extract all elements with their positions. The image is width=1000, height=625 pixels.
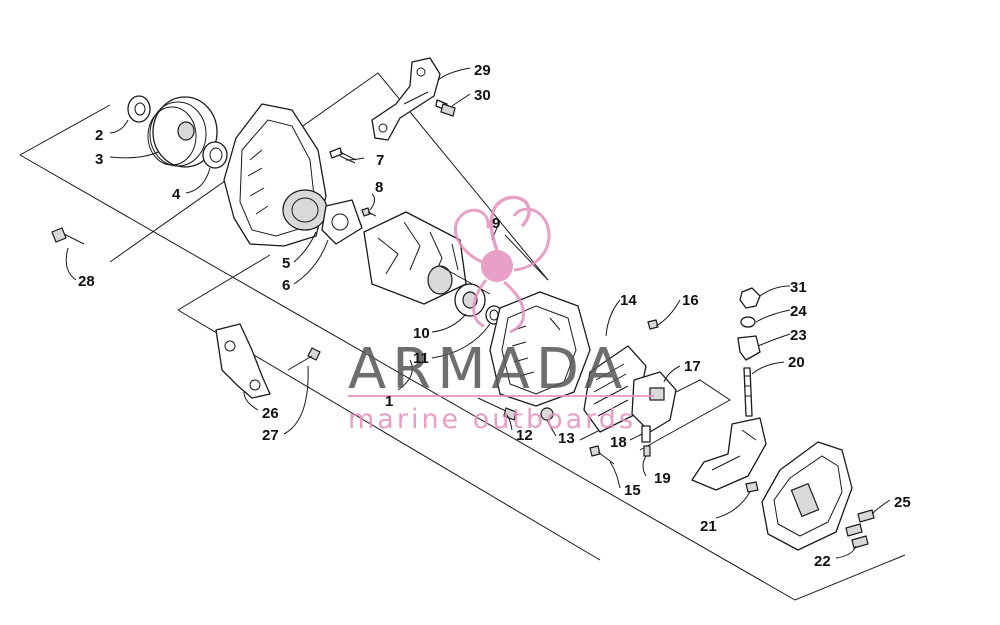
screw-part: [361, 207, 377, 217]
callout-25: 25: [894, 494, 911, 511]
callout-16: 16: [682, 292, 699, 309]
callout-17: 17: [684, 358, 701, 375]
callout-13: 13: [558, 430, 575, 447]
callout-12: 12: [516, 427, 533, 444]
watermark-tagline: marine outboards: [348, 404, 636, 435]
callout-14: 14: [620, 292, 637, 309]
bolt-part: [435, 99, 456, 117]
callout-24: 24: [790, 303, 807, 320]
bearing-part: [202, 141, 228, 169]
armada-watermark: ARMADA marine outboards: [348, 195, 654, 435]
callout-labels: 1 2 3 4 5 6 7 8 9 10 11 12 13 14 15 16 1…: [78, 62, 911, 570]
callout-4: 4: [172, 186, 181, 203]
bolt-part: [51, 227, 85, 245]
pulley-part: [147, 96, 218, 168]
callout-18: 18: [610, 434, 627, 451]
bolt-part: [589, 445, 615, 465]
callout-6: 6: [282, 277, 290, 294]
bolt-part: [857, 509, 875, 523]
callout-28: 28: [78, 273, 95, 290]
callout-30: 30: [474, 87, 491, 104]
callout-2: 2: [95, 127, 103, 144]
rotor-assembly: [363, 211, 491, 305]
bolt-part: [477, 397, 517, 421]
brush-part: [641, 425, 651, 443]
callout-11: 11: [413, 350, 429, 367]
callout-31: 31: [790, 279, 807, 296]
front-housing: [223, 103, 328, 247]
callout-10: 10: [413, 325, 430, 342]
insulator-part: [737, 335, 761, 361]
screw-part: [647, 319, 659, 330]
washer-part: [740, 316, 756, 328]
callout-1: 1: [385, 393, 393, 410]
spring-part: [643, 445, 651, 457]
retainer-plate: [321, 199, 363, 245]
callout-22: 22: [814, 553, 831, 570]
callout-23: 23: [790, 327, 807, 344]
callout-27: 27: [262, 427, 279, 444]
regulator: [631, 371, 677, 433]
callout-19: 19: [654, 470, 671, 487]
callout-29: 29: [474, 62, 491, 79]
screw-part: [745, 481, 759, 493]
rear-housing: [489, 291, 591, 407]
pink-swirl-logo-icon: [453, 195, 551, 334]
callout-15: 15: [624, 482, 641, 499]
bracket-part: [215, 323, 271, 399]
callout-5: 5: [282, 255, 290, 272]
bolt-part: [329, 147, 357, 164]
rear-cover: [761, 441, 853, 551]
nut-part: [739, 287, 761, 309]
callout-20: 20: [788, 354, 805, 371]
callout-3: 3: [95, 151, 103, 168]
bracket-part: [371, 57, 441, 141]
terminal-stud: [743, 367, 753, 417]
callout-21: 21: [700, 518, 717, 535]
bolt-part: [287, 347, 321, 371]
watermark-brand: ARMADA: [348, 337, 628, 402]
insulator-bracket: [691, 417, 767, 491]
callout-9: 9: [492, 215, 500, 232]
bolt-part: [845, 523, 869, 549]
callout-26: 26: [262, 405, 279, 422]
callout-7: 7: [376, 152, 384, 169]
callout-8: 8: [375, 179, 383, 196]
pulley-nut-part: [127, 95, 151, 123]
